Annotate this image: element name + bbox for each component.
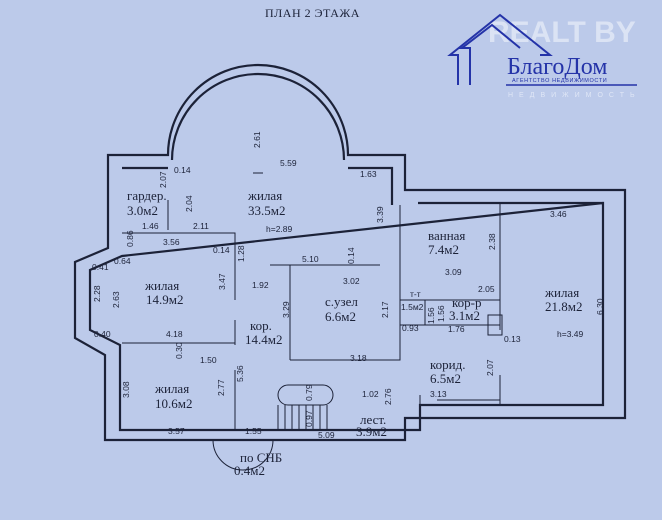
walls xyxy=(73,63,627,471)
dimension-label: 3.29 xyxy=(281,301,291,318)
room-name: ванная xyxy=(428,228,465,243)
dimension-label: 3.39 xyxy=(375,206,385,223)
dimension-label: 1.56 xyxy=(436,305,446,322)
dimension-label: 2.07 xyxy=(485,359,495,376)
dimension-label: 5.09 xyxy=(318,430,335,440)
dimension-label: 0.14 xyxy=(346,247,356,264)
dimension-label: 3.02 xyxy=(343,276,360,286)
dimension-label: 0.86 xyxy=(125,230,135,247)
room-area: 14.4м2 xyxy=(245,332,282,347)
logo-watermark: НЕДВИЖИМОСТЬ xyxy=(508,92,641,99)
dimension-label: 4.18 xyxy=(166,329,183,339)
dimension-label: 3.47 xyxy=(217,273,227,290)
room-area: 6.5м2 xyxy=(430,371,461,386)
room-name: по СНБ xyxy=(240,450,282,465)
dimension-label: 2.76 xyxy=(383,388,393,405)
dimensions: 2.61 5.59 1.63 0.14 2.07 2.04 1.46 2.11 … xyxy=(92,131,605,440)
dimension-label: 3.09 xyxy=(445,267,462,277)
dimension-label: 2.77 xyxy=(216,379,226,396)
dimension-label: 2.28 xyxy=(92,285,102,302)
dimension-label: 2.07 xyxy=(158,171,168,188)
room-area: 6.6м2 xyxy=(325,309,356,324)
room-area: 10.6м2 xyxy=(155,396,192,411)
room-area: 21.8м2 xyxy=(545,299,582,314)
room-area: 3.9м2 xyxy=(356,424,387,439)
dimension-label: 3.08 xyxy=(121,381,131,398)
room-name: кор. xyxy=(250,318,272,333)
dimension-label: 1.56 xyxy=(426,307,436,324)
room-name: жилая xyxy=(247,188,282,203)
dimension-label: 1.28 xyxy=(236,245,246,262)
dimension-label: 2.63 xyxy=(111,291,121,308)
dimension-label: 0.93 xyxy=(402,323,419,333)
dimension-label: 5.59 xyxy=(280,158,297,168)
logo: REALT BY БлагоДом АГЕНТСТВО НЕДВИЖИМОСТИ… xyxy=(447,13,641,99)
dimension-label: 2.11 xyxy=(193,221,209,231)
dimension-label: 0.14 xyxy=(174,165,191,175)
dimension-label: 0.41 xyxy=(92,262,109,272)
dimension-label: 5.10 xyxy=(302,254,319,264)
room-name: жилая xyxy=(544,285,579,300)
logo-tagline: АГЕНТСТВО НЕДВИЖИМОСТИ xyxy=(512,78,607,84)
dimension-label: 5.36 xyxy=(235,365,245,382)
dimension-label: 3.56 xyxy=(163,237,180,247)
room-name: кор-р xyxy=(452,295,482,310)
room-name: т-т xyxy=(410,289,421,299)
room-area: 3.0м2 xyxy=(127,203,158,218)
dimension-label: 0.13 xyxy=(504,334,521,344)
dimension-label: 1.55 xyxy=(245,426,262,436)
dimension-label: 2.61 xyxy=(252,131,262,148)
room-area: 14.9м2 xyxy=(146,292,183,307)
dimension-label: 2.04 xyxy=(184,195,194,212)
dimension-label: 1.50 xyxy=(200,355,217,365)
room-height: h=2.89 xyxy=(266,224,293,234)
dimension-label: 0.79 xyxy=(304,384,314,401)
dimension-label: 1.02 xyxy=(362,389,379,399)
room-name: гардер. xyxy=(127,188,167,203)
room-area: 1.5м2 xyxy=(401,302,424,312)
dimension-label: 1.63 xyxy=(360,169,377,179)
dimension-label: 3.18 xyxy=(350,353,367,363)
dimension-label: 1.76 xyxy=(448,324,465,334)
dimension-label: 6.30 xyxy=(595,298,605,315)
dimension-label: 1.92 xyxy=(252,280,269,290)
dimension-label: 3.57 xyxy=(168,426,185,436)
dimension-label: 0.40 xyxy=(94,329,111,339)
room-area: 3.1м2 xyxy=(449,308,480,323)
dimension-label: 0.30 xyxy=(174,342,184,359)
room-area: 7.4м2 xyxy=(428,242,459,257)
dimension-label: 3.46 xyxy=(550,209,567,219)
dimension-label: 0.64 xyxy=(114,256,131,266)
dimension-label: 0.14 xyxy=(213,245,230,255)
dimension-label: 3.13 xyxy=(430,389,447,399)
room-area: 33.5м2 xyxy=(248,203,285,218)
room-name: жилая xyxy=(154,381,189,396)
room-labels: гардер. 3.0м2 жилая 33.5м2 h=2.89 жилая … xyxy=(127,188,584,478)
room-name: жилая xyxy=(144,278,179,293)
dimension-label: 2.05 xyxy=(478,284,495,294)
dimension-label: 1.46 xyxy=(142,221,159,231)
room-name: с.узел xyxy=(325,294,358,309)
logo-brand: БлагоДом xyxy=(507,54,607,80)
room-height: h=3.49 xyxy=(557,329,584,339)
room-area: 0.4м2 xyxy=(234,463,265,478)
room-name: лест. xyxy=(360,412,386,427)
dimension-label: 2.38 xyxy=(487,233,497,250)
dimension-label: 2.17 xyxy=(380,301,390,318)
room-name: корид. xyxy=(430,357,465,372)
logo-realt: REALT BY xyxy=(488,16,636,49)
dimension-label: 0.97 xyxy=(304,410,314,427)
plan-title: ПЛАН 2 ЭТАЖА xyxy=(265,6,360,20)
